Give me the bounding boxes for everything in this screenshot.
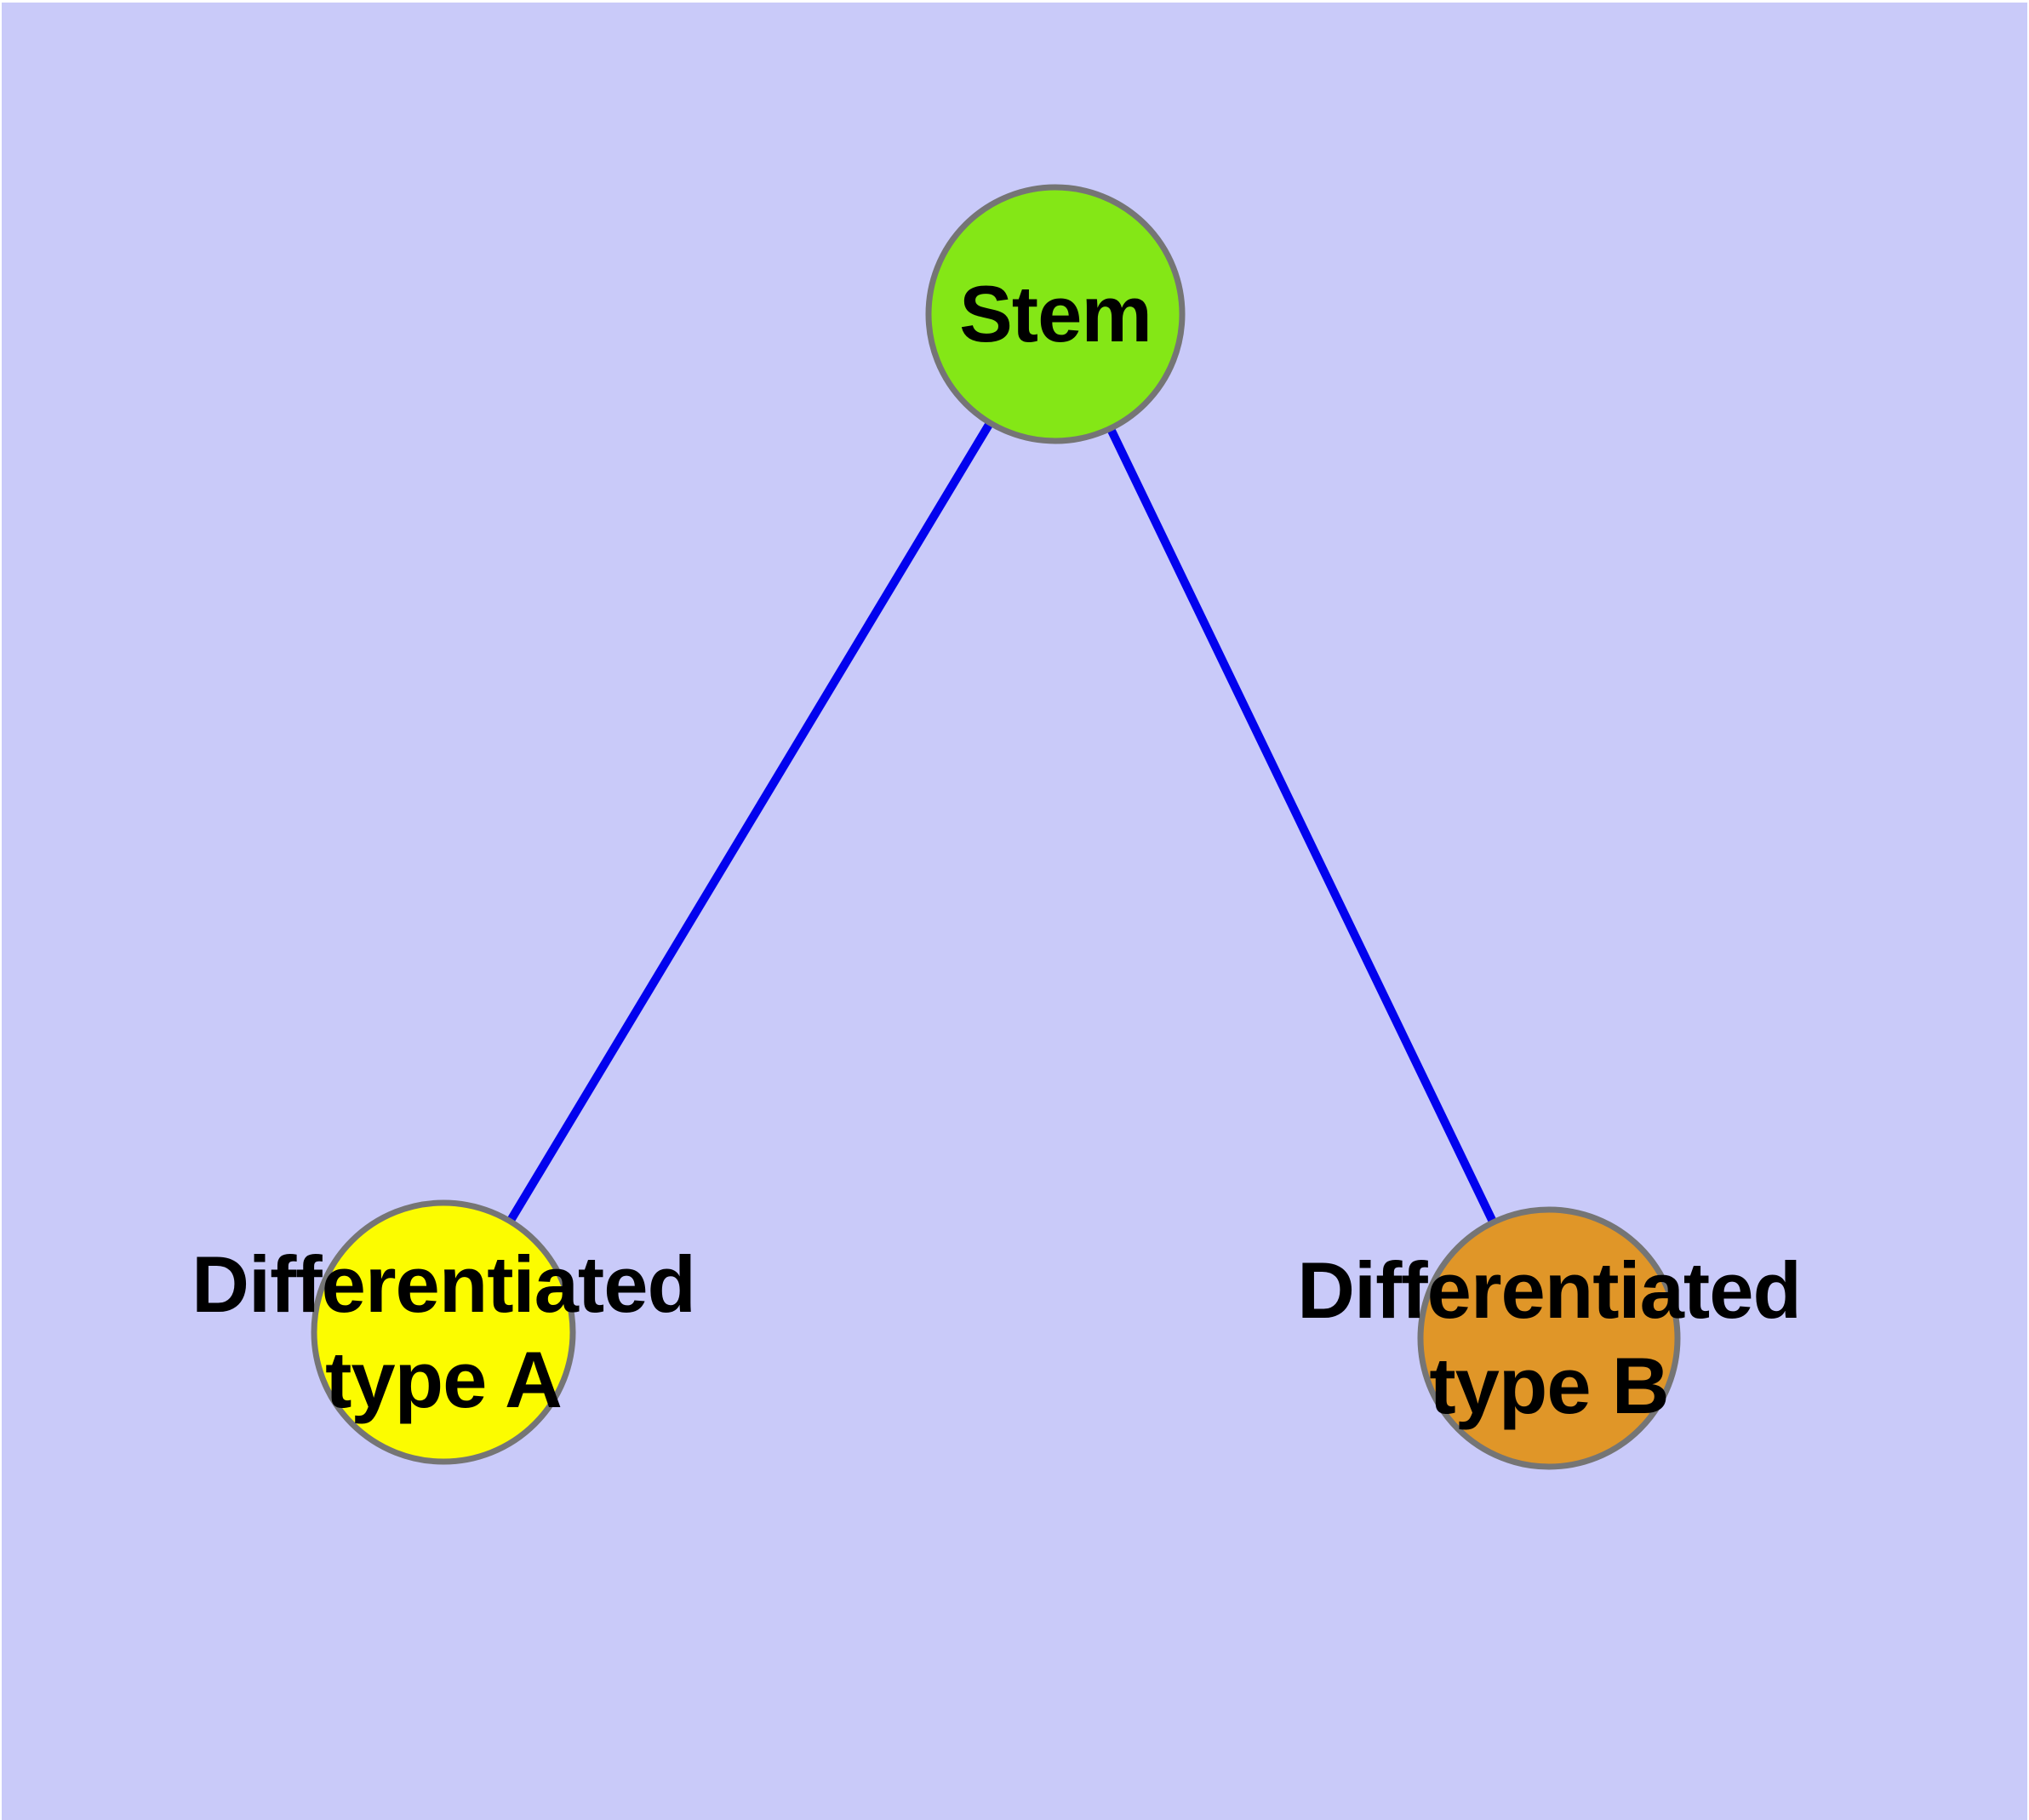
edge-stem-to-differentiated-type-b <box>1051 312 1553 1341</box>
node-differentiated-type-a[interactable] <box>311 1199 576 1465</box>
node-stem[interactable] <box>925 184 1186 444</box>
edge-stem-to-differentiated-type-a <box>439 312 1060 1335</box>
node-differentiated-type-b[interactable] <box>1417 1206 1681 1470</box>
